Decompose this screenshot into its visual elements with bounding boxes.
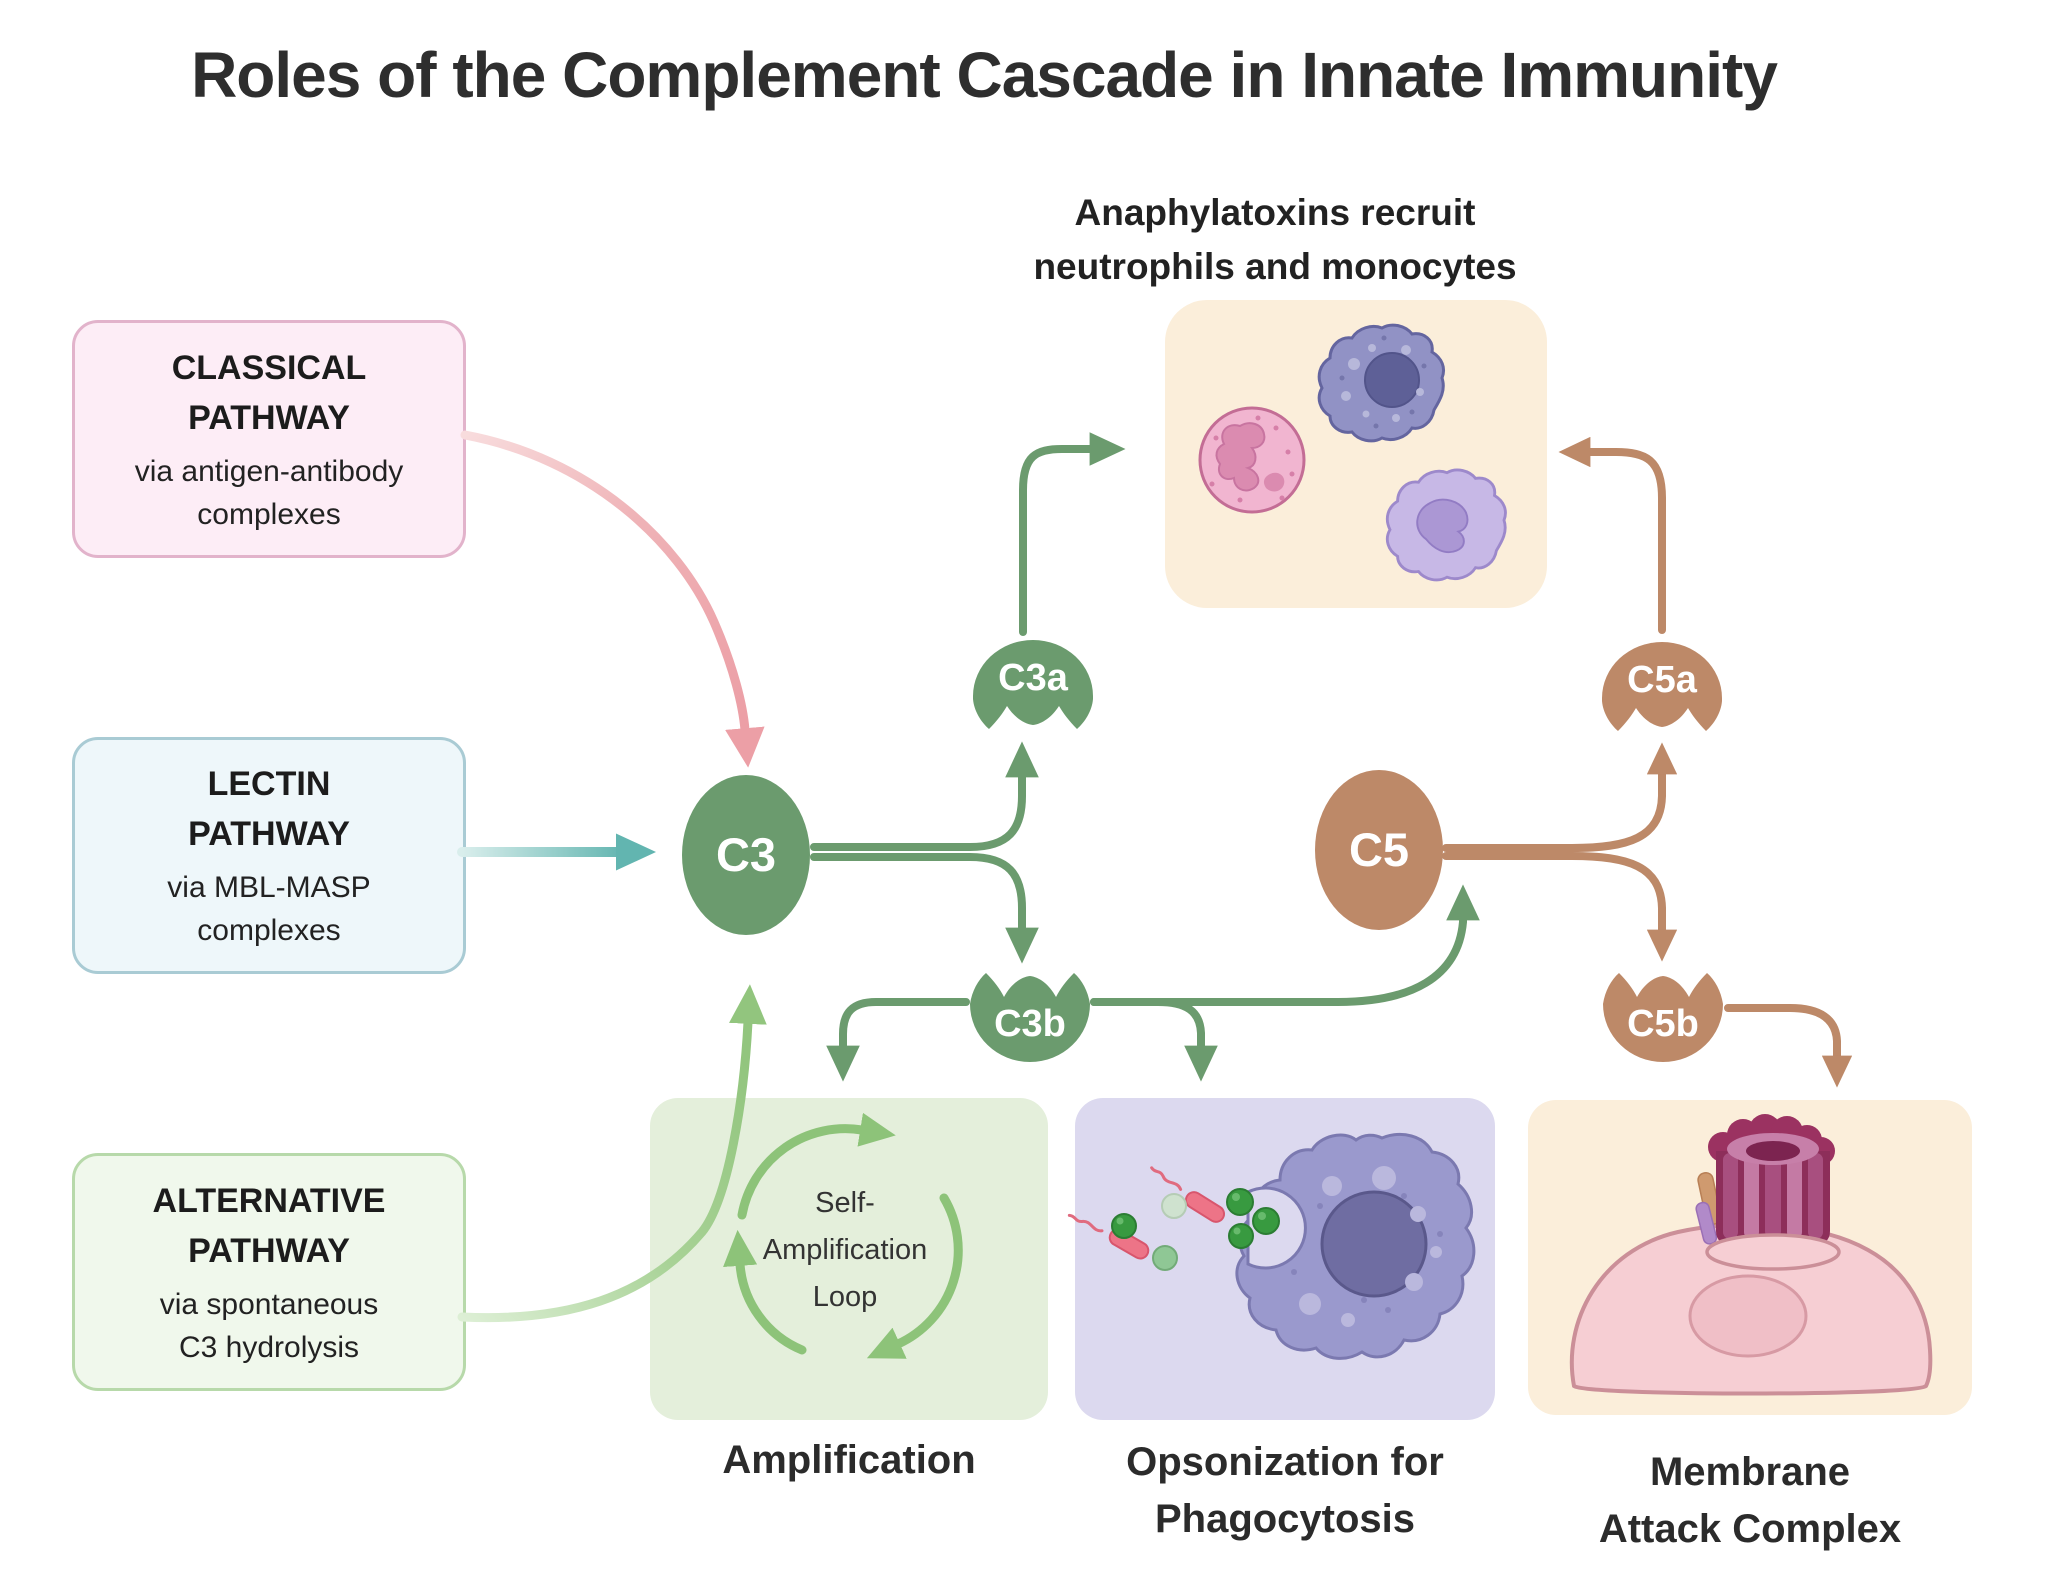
amplification-label: Amplification xyxy=(650,1432,1048,1489)
anaphylatoxins-note: Anaphylatoxins recruit neutrophils and m… xyxy=(1020,186,1530,294)
opsonization-illustration xyxy=(1067,1133,1476,1360)
mac-label-line1: Membrane xyxy=(1649,1450,1851,1494)
anaphylatoxins-note-line2: neutrophils and monocytes xyxy=(1033,246,1517,287)
lectin-title-line1: LECTIN xyxy=(207,765,331,803)
alternative-to-c3-arrow xyxy=(457,984,767,1323)
c3b-opsonin-spheres xyxy=(1111,1188,1280,1271)
loop-label-line3: Loop xyxy=(812,1281,878,1313)
c3b-to-c5-arrow xyxy=(1090,884,1480,1006)
c3b-label: C3b xyxy=(994,1003,1066,1045)
lectin-subtitle-line1: via MBL-MASP xyxy=(167,871,371,904)
opsonization-label-line1: Opsonization for xyxy=(1126,1440,1444,1484)
loop-arc-right xyxy=(866,1193,963,1359)
c3-oval xyxy=(682,775,810,935)
lectin-pathway-box: LECTIN PATHWAY via MBL-MASP complexes xyxy=(72,737,466,974)
c5-oval xyxy=(1315,770,1443,930)
loop-arc-top xyxy=(737,1112,896,1220)
classical-subtitle-line1: via antigen-antibody xyxy=(134,454,404,488)
c3a-fragment-shape xyxy=(973,640,1093,729)
classical-pathway-subtitle: via antigen-antibody complexes xyxy=(135,450,404,536)
anaphylatoxins-note-line1: Anaphylatoxins recruit xyxy=(1074,192,1476,233)
mac-label-line2: Attack Complex xyxy=(1598,1507,1902,1551)
lectin-pathway-title: LECTIN PATHWAY xyxy=(188,759,350,859)
loop-arc-left xyxy=(723,1229,807,1355)
c5a-label: C5a xyxy=(1627,659,1698,701)
alternative-pathway-subtitle: via spontaneous C3 hydrolysis xyxy=(160,1283,379,1369)
c3a-label: C3a xyxy=(998,657,1069,699)
loop-label-line1: Self- xyxy=(815,1187,875,1219)
c3a-node: C3a xyxy=(973,640,1093,729)
c5b-fragment-shape xyxy=(1603,973,1723,1062)
amplification-box xyxy=(650,1098,1048,1420)
lectin-pathway-subtitle: via MBL-MASP complexes xyxy=(167,866,370,952)
mac-pore-icon xyxy=(1695,1114,1835,1245)
lectin-subtitle-line2: complexes xyxy=(197,914,341,947)
macrophage-vesicles xyxy=(1299,1166,1442,1327)
macrophage-nucleus xyxy=(1320,1190,1428,1298)
c5-to-c5a-arrow xyxy=(1442,742,1678,852)
membrane-well-rim xyxy=(1705,1233,1841,1271)
self-amplification-loop-icon xyxy=(723,1112,963,1359)
alternative-pathway-title: ALTERNATIVE PATHWAY xyxy=(153,1176,386,1276)
c5b-to-mac-arrow xyxy=(1724,1004,1853,1088)
alternative-title-line1: ALTERNATIVE xyxy=(152,1181,386,1220)
alternative-subtitle-line1: via spontaneous xyxy=(159,1287,379,1321)
classical-pathway-box: CLASSICAL PATHWAY via antigen-antibody c… xyxy=(72,320,466,558)
macrophage-icon xyxy=(1235,1133,1476,1360)
loop-label-line2: Amplification xyxy=(762,1234,928,1266)
c3b-node: C3b xyxy=(970,973,1090,1062)
bacterium-icon xyxy=(1150,1166,1226,1223)
opsonization-label: Opsonization for Phagocytosis xyxy=(1075,1434,1495,1548)
alternative-subtitle-line2: C3 hydrolysis xyxy=(178,1330,360,1364)
alternative-title-line2: PATHWAY xyxy=(188,1231,350,1270)
classical-pathway-title: CLASSICAL PATHWAY xyxy=(172,343,367,443)
target-cell-nucleus xyxy=(1688,1274,1808,1358)
anaphylatoxin-cells xyxy=(1198,323,1507,582)
classical-subtitle-line2: complexes xyxy=(197,497,341,531)
c5a-node: C5a xyxy=(1602,642,1722,731)
c5-node: C5 xyxy=(1315,770,1443,930)
mac-illustration xyxy=(1569,1114,1933,1396)
classical-title-line2: PATHWAY xyxy=(188,398,350,437)
c3-to-c3b-arrow xyxy=(810,853,1039,964)
amplification-label-text: Amplification xyxy=(722,1438,976,1482)
classical-title-line1: CLASSICAL xyxy=(171,348,367,387)
classical-to-c3-arrow xyxy=(460,430,765,768)
arrows xyxy=(457,430,1853,1359)
c5-label: C5 xyxy=(1349,823,1409,876)
c3-node: C3 xyxy=(682,775,810,935)
molecule-nodes: C3 C5 C3a C3b C5a C5b xyxy=(682,640,1723,1062)
c3b-to-opsonization-arrow xyxy=(1090,998,1218,1082)
c3a-to-anaphylatoxins-arrow xyxy=(1019,432,1126,636)
c5b-label: C5b xyxy=(1627,1003,1699,1045)
c5-to-c5b-arrow xyxy=(1442,852,1678,962)
lectin-title-line2: PATHWAY xyxy=(188,815,350,853)
monocyte-icon xyxy=(1317,323,1446,443)
c3b-to-amplification-arrow xyxy=(826,998,970,1082)
page-title: Roles of the Complement Cascade in Innat… xyxy=(191,39,1778,111)
mac-label: Membrane Attack Complex xyxy=(1528,1444,1972,1558)
c3-to-c3a-arrow xyxy=(810,741,1039,851)
c3-label: C3 xyxy=(716,828,776,881)
c5a-to-anaphylatoxins-arrow xyxy=(1558,436,1666,634)
c3b-fragment-shape xyxy=(970,973,1090,1062)
opsonization-label-line2: Phagocytosis xyxy=(1154,1497,1416,1541)
neutrophil-icon xyxy=(1198,406,1306,514)
lymphocyte-icon xyxy=(1385,468,1507,582)
alternative-pathway-box: ALTERNATIVE PATHWAY via spontaneous C3 h… xyxy=(72,1153,466,1391)
bacterium-icon xyxy=(1067,1213,1150,1260)
c5b-node: C5b xyxy=(1603,973,1723,1062)
self-amplification-loop-label: Self- Amplification Loop xyxy=(735,1180,955,1321)
c5a-fragment-shape xyxy=(1602,642,1722,731)
